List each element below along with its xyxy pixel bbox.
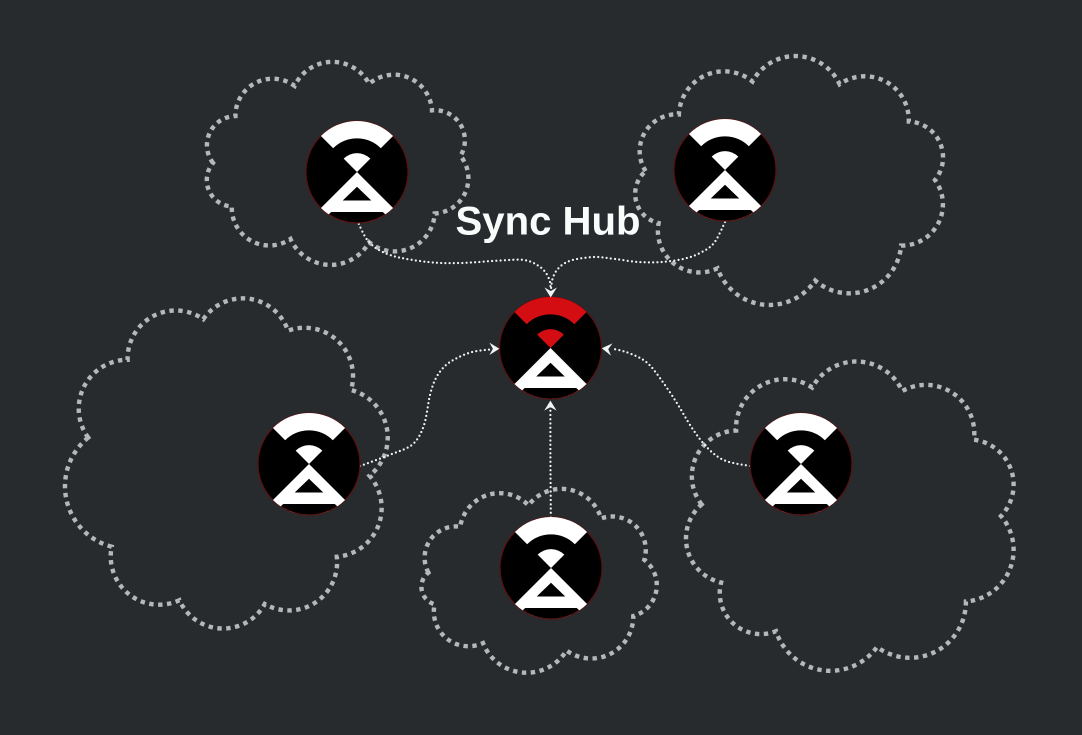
device-mid-left [257,412,361,516]
edges-layer [355,218,752,519]
cloud-mid-left [62,296,390,631]
nodes-layer [257,118,853,620]
cloud-top-left [204,59,471,268]
wifi-outer-arc [272,413,346,441]
wifi-outer-arc [320,121,394,149]
arrowhead-right [601,343,613,356]
arrowheads-layer [489,287,613,411]
device-top-left [305,120,409,224]
arrowhead-top [544,287,557,298]
letter-a-glyph [272,464,346,515]
wifi-inner-sector [537,549,565,568]
wifi-inner-sector [787,445,815,464]
edge-mid-left-to-hub [358,348,491,468]
letter-a-glyph [514,568,588,619]
wifi-inner-sector [711,151,739,170]
wifi-outer-arc [688,119,762,147]
cloud-bottom-center [419,486,659,675]
wifi-inner-sector [343,153,371,172]
cloud-mid-right [683,359,1016,674]
edge-top-left-to-hub [355,218,552,291]
device-top-right [673,118,777,222]
hub-node [498,296,603,400]
clouds-layer [62,53,1016,675]
letter-a-glyph [764,464,838,515]
device-mid-right [749,412,853,516]
letter-a-glyph [320,172,394,223]
device-bottom-center [499,516,603,620]
wifi-outer-arc [514,517,588,545]
wifi-inner-sector [295,445,323,464]
edge-top-right-to-hub [549,220,727,291]
wifi-outer-arc [514,297,587,325]
arrowhead-bottom [544,400,557,411]
wifi-outer-arc [764,413,838,441]
edge-mid-right-to-hub [610,347,752,468]
letter-a-glyph [514,348,587,399]
arrowhead-left [489,342,500,355]
wifi-inner-sector [537,329,564,348]
cloud-top-right [632,53,946,308]
hub-label: Sync Hub [456,200,641,244]
letter-a-glyph [688,170,762,221]
